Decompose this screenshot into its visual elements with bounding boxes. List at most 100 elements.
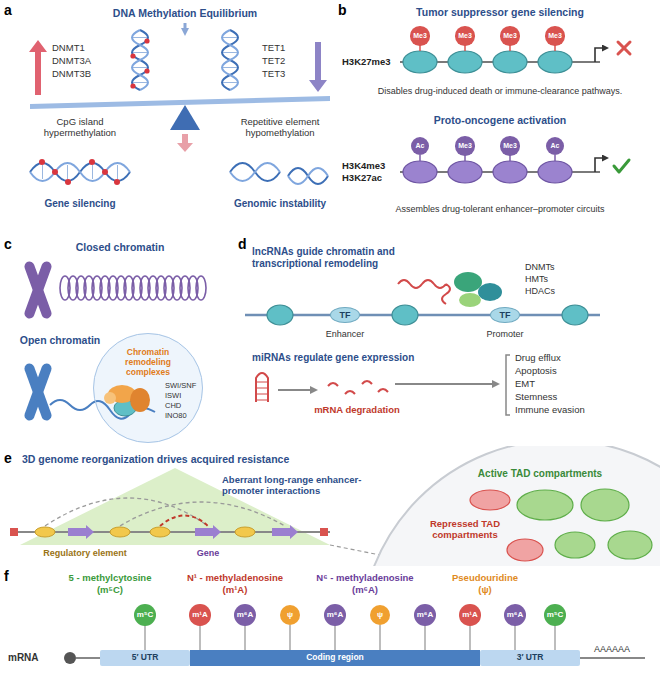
panel-title: 3D genome reorganization drives acquired… — [22, 453, 352, 466]
tag-stem — [464, 45, 466, 51]
process-label: Repetitive element hypomethylation — [230, 116, 330, 139]
mirna-hairpin — [256, 382, 268, 383]
modification-stem — [514, 625, 515, 650]
nucleosome — [403, 161, 437, 183]
gene-arrow — [272, 525, 298, 539]
mrna-fragment — [328, 381, 388, 394]
nucleosome — [403, 161, 572, 183]
enzyme-complex — [454, 272, 502, 307]
loop-arc — [45, 498, 285, 526]
chromatin-coil — [196, 276, 206, 300]
histone-mark: H3K27me3 — [342, 56, 402, 67]
dna-helix — [222, 30, 238, 90]
outcome-label: Gene silencing — [20, 198, 140, 210]
effect-label: Stemness — [515, 391, 635, 402]
dna-helix — [42, 165, 43, 179]
nucleosome — [538, 51, 572, 73]
mrna-region: 3′ UTR — [480, 650, 580, 666]
enzyme-complex — [478, 283, 502, 301]
histone-tag: Me3 — [500, 136, 520, 156]
loop-arc — [120, 502, 285, 526]
mrna-fragment — [328, 383, 338, 386]
active-check — [614, 160, 629, 172]
decrease-arrow — [309, 42, 327, 92]
node-text: 3′ UTR — [517, 653, 544, 663]
histone-mark: H3K4me3 — [342, 160, 402, 171]
nucleosome — [448, 161, 482, 183]
chromosome — [23, 260, 53, 320]
histone-tag: Me3 — [545, 26, 565, 46]
dna-helix — [223, 82, 237, 83]
effect-label: Immune evasion — [515, 404, 635, 415]
methyl-dot — [39, 159, 45, 165]
region-label: Promoter — [475, 329, 535, 340]
nucleus — [470, 490, 510, 510]
process-label: mRNA degradation — [302, 404, 412, 415]
element-label: Gene — [188, 548, 228, 559]
poly-a-line — [580, 657, 645, 659]
panel-letter: e — [4, 450, 20, 467]
tad-boundary — [320, 528, 328, 536]
modification-name: Pseudouridine — [425, 572, 545, 583]
dna-helix — [223, 52, 237, 53]
balance-fulcrum — [170, 105, 200, 130]
process-arrow — [395, 383, 496, 385]
enzyme-label: TET1 — [262, 42, 307, 53]
panel-title: lncRNAs guide chromatin and transcriptio… — [252, 246, 452, 270]
modification-circle: m¹A — [459, 604, 481, 626]
methyl-dot — [130, 83, 135, 88]
dna-helix — [222, 30, 238, 90]
modification-stem — [424, 625, 425, 650]
balance-beam — [30, 96, 330, 109]
dna-helix — [30, 163, 130, 181]
list-bracket — [506, 355, 510, 415]
enzyme-complex — [454, 272, 482, 292]
node-text: m⁶A — [237, 610, 254, 619]
methyl-dot — [144, 38, 149, 43]
methyl-dot — [52, 169, 58, 175]
nucleus — [517, 490, 573, 520]
dna-helix — [133, 82, 147, 83]
modification-stem — [145, 625, 555, 650]
balance-beam — [30, 96, 330, 109]
node-text: Me3 — [413, 32, 427, 40]
histone-tag: Ac — [411, 137, 429, 155]
nucleosome — [448, 51, 482, 73]
panel-letter: c — [4, 236, 20, 253]
enzyme-label: HDACs — [525, 286, 585, 297]
increase-arrow — [29, 40, 47, 95]
methyl-dot — [144, 68, 149, 73]
decrease-arrow — [309, 42, 327, 92]
note-text: Assembles drug-tolerant enhancer–promote… — [344, 204, 656, 215]
modification-circle: m⁵C — [544, 604, 567, 627]
chromosome — [23, 362, 53, 422]
node-text: ψ — [377, 610, 383, 619]
active-check — [614, 160, 629, 172]
modification-name: (m⁶A) — [300, 584, 430, 595]
node-text: 5′ UTR — [132, 653, 159, 663]
nucleus — [360, 446, 660, 566]
flow-arrow — [184, 23, 187, 32]
modification-circle: ψ — [280, 605, 300, 625]
node-text: Me3 — [503, 142, 517, 150]
complex-name: INO80 — [165, 411, 205, 420]
regulatory-element — [235, 527, 255, 537]
process-arrow — [395, 384, 496, 385]
transcription-factor: TF — [330, 307, 360, 323]
process-label: CpG island hypermethylation — [20, 116, 140, 139]
methyl-dot — [114, 179, 120, 185]
modification-name: (ψ) — [425, 584, 545, 595]
mirna-hairpin — [256, 400, 268, 401]
nucleus — [581, 489, 629, 521]
remodeling-complex — [130, 388, 150, 412]
gene-arrow — [68, 525, 94, 539]
remodeling-complex — [104, 392, 116, 404]
tag-stem — [420, 155, 555, 161]
modification-stem — [469, 625, 470, 650]
methyl-dot — [89, 159, 95, 165]
panel-title: Tumor suppressor gene silencing — [370, 6, 630, 19]
enzyme-label: TET2 — [262, 55, 307, 66]
panel-title: Proto-oncogene activation — [370, 114, 630, 127]
broken-dna — [230, 163, 328, 184]
